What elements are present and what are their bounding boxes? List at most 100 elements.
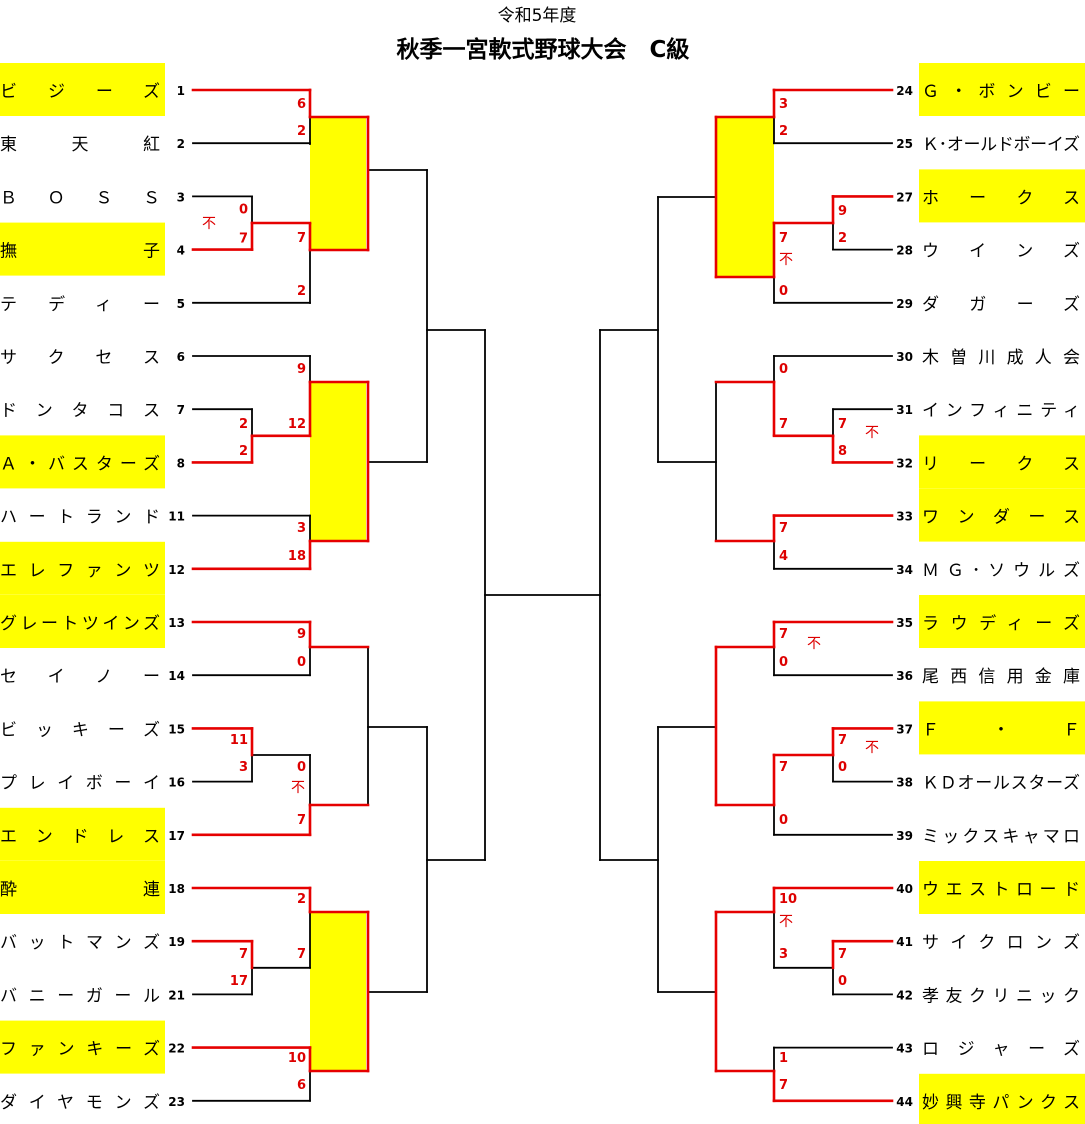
team-number: 42	[896, 988, 913, 1002]
score-label: 11	[230, 733, 248, 748]
team-number: 31	[896, 403, 913, 417]
team-name: サクセス	[0, 348, 160, 368]
team-name: サイクロンズ	[922, 933, 1080, 953]
match-highlight	[310, 117, 366, 250]
team-highlight	[919, 63, 1085, 116]
team-name: インフィニティ	[922, 401, 1080, 421]
score-label: 2	[239, 444, 248, 459]
team-number: 34	[896, 563, 913, 577]
score-label: 0	[779, 362, 788, 377]
score-label: 2	[239, 417, 248, 432]
team-name: 尾西信用金庫	[922, 667, 1080, 687]
team-number: 6	[177, 350, 185, 364]
team-number: 17	[168, 829, 185, 843]
score-label: 18	[288, 549, 306, 564]
score-label: 7	[779, 760, 788, 775]
team-highlight	[919, 169, 1085, 223]
score-label: 9	[838, 204, 847, 219]
team-number: 33	[896, 510, 913, 524]
team-name: ＭＧ･ソウルズ	[922, 561, 1080, 581]
score-label: 7	[239, 232, 248, 247]
team-name: Ｋ･オールドボーイズ	[922, 135, 1080, 155]
team-highlight	[0, 435, 165, 489]
team-number: 4	[177, 244, 185, 258]
team-highlight	[0, 222, 165, 276]
team-highlight	[0, 595, 165, 648]
forfeit-mark: 不	[779, 252, 793, 268]
team-number: 21	[168, 988, 185, 1002]
score-label: 0	[838, 974, 847, 989]
team-number: 5	[177, 297, 185, 311]
team-number: 28	[896, 244, 913, 258]
team-name: ダイヤモンズ	[0, 1093, 160, 1113]
tournament-title: 秋季一宮軟式野球大会 C級	[397, 36, 690, 63]
score-label: 7	[239, 947, 248, 962]
team-name: ダガーズ	[922, 295, 1080, 315]
team-number: 38	[896, 776, 913, 790]
team-name: 東天紅	[0, 135, 160, 155]
team-name: ＢＯＳＳ	[0, 188, 160, 208]
score-label: 6	[297, 97, 306, 112]
score-label: 9	[297, 627, 306, 642]
match-highlight	[310, 912, 366, 1071]
team-number: 1	[177, 84, 185, 98]
score-label: 2	[297, 124, 306, 139]
score-label: 7	[779, 231, 788, 246]
team-highlight	[919, 1073, 1085, 1124]
match-highlight	[716, 117, 774, 277]
team-number: 35	[896, 616, 913, 630]
score-label: 7	[779, 627, 788, 642]
score-label: 1	[779, 1051, 788, 1066]
score-label: 0	[297, 655, 306, 670]
team-highlight	[0, 861, 165, 914]
team-highlight	[919, 861, 1085, 914]
team-name: ワンダース	[922, 508, 1080, 528]
team-number: 29	[896, 297, 913, 311]
score-label: 2	[297, 892, 306, 907]
team-number: 23	[168, 1095, 185, 1109]
forfeit-mark: 不	[779, 914, 793, 930]
forfeit-mark: 不	[865, 740, 879, 756]
score-label: 0	[779, 284, 788, 299]
team-name: ドンタコス	[0, 401, 160, 421]
score-label: 8	[838, 444, 847, 459]
score-label: 7	[297, 231, 306, 246]
team-number: 15	[168, 722, 185, 736]
team-number: 7	[177, 403, 185, 417]
team-number: 12	[168, 563, 185, 577]
score-label: 0	[239, 202, 248, 217]
team-number: 44	[896, 1095, 913, 1109]
team-name: ミックスキャマロ	[922, 827, 1080, 847]
team-highlight	[0, 1020, 165, 1074]
team-number: 24	[896, 84, 913, 98]
score-label: 7	[838, 947, 847, 962]
team-number: 3	[177, 190, 185, 204]
team-highlight	[919, 488, 1085, 542]
team-number: 22	[168, 1042, 185, 1056]
team-number: 41	[896, 935, 913, 949]
score-label: 7	[779, 417, 788, 432]
forfeit-mark: 不	[865, 425, 879, 441]
score-label: 10	[288, 1051, 306, 1066]
score-label: 7	[838, 733, 847, 748]
team-number: 16	[168, 776, 185, 790]
team-number: 32	[896, 456, 913, 470]
team-highlight	[0, 63, 165, 116]
team-name: 木曽川成人会	[922, 348, 1080, 368]
score-label: 7	[297, 813, 306, 828]
forfeit-mark: 不	[807, 636, 821, 652]
score-label: 2	[297, 284, 306, 299]
team-name: テディー	[0, 294, 160, 315]
team-name: バットマンズ	[0, 933, 160, 953]
team-number: 39	[896, 829, 913, 843]
team-name: ビッキーズ	[0, 720, 160, 740]
score-label: 10	[779, 892, 797, 907]
score-label: 3	[297, 521, 306, 536]
team-number: 27	[896, 190, 913, 204]
score-label: 3	[779, 97, 788, 112]
team-name: ウインズ	[922, 242, 1080, 262]
score-label: 7	[838, 417, 847, 432]
team-highlight	[0, 807, 165, 861]
score-label: 3	[239, 760, 248, 775]
